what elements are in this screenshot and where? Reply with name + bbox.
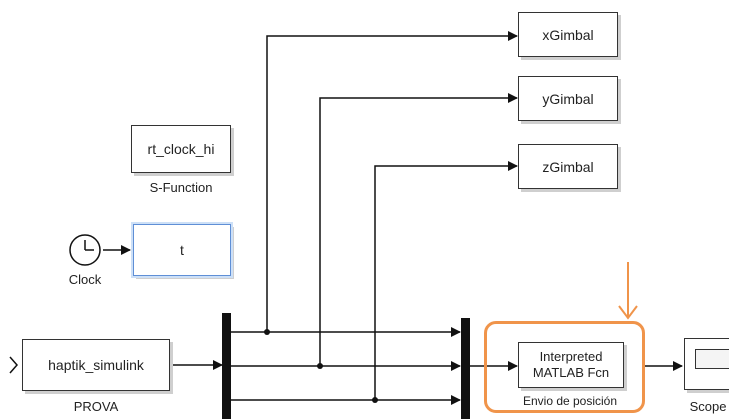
haptik-caption: PROVA [73,399,119,414]
branch-point-z [372,397,378,403]
xgimbal-block[interactable]: xGimbal [518,12,618,57]
interpreted-fcn-highlight [484,321,645,413]
input-port-chevron [9,356,18,374]
clock-caption: Clock [68,272,102,287]
branch-ygimbal-line[interactable] [319,93,518,366]
xgimbal-label: xGimbal [542,26,594,43]
annotation-arrow-icon [618,262,638,320]
scope-caption: Scope [689,399,727,414]
branch-point-x [264,329,270,335]
mux-block[interactable] [461,318,470,419]
t-workspace-block[interactable]: t [133,224,231,276]
interpreted-caption: Envio de posición [522,394,618,408]
ygimbal-label: yGimbal [542,90,594,107]
demux-block[interactable] [222,313,231,419]
scope-block[interactable] [684,338,729,390]
rt-clock-block[interactable]: rt_clock_hi [131,125,231,173]
zgimbal-block[interactable]: zGimbal [518,144,618,189]
interpreted-matlab-fcn-block[interactable]: Interpreted MATLAB Fcn [518,342,624,388]
haptik-simulink-block[interactable]: haptik_simulink [22,339,170,391]
rt-clock-label: rt_clock_hi [147,141,215,157]
t-label: t [180,242,184,258]
clock-icon[interactable] [68,233,102,267]
haptik-label: haptik_simulink [48,357,144,373]
zgimbal-label: zGimbal [542,158,594,175]
branch-xgimbal-line[interactable] [266,31,518,332]
interpreted-line1: Interpreted [539,349,603,364]
interpreted-line2: MATLAB Fcn [532,365,610,380]
scope-screen-icon [695,349,729,369]
branch-zgimbal-line[interactable] [374,161,518,400]
branch-point-y [317,363,323,369]
ygimbal-block[interactable]: yGimbal [518,76,618,121]
rt-clock-caption: S-Function [149,180,213,195]
